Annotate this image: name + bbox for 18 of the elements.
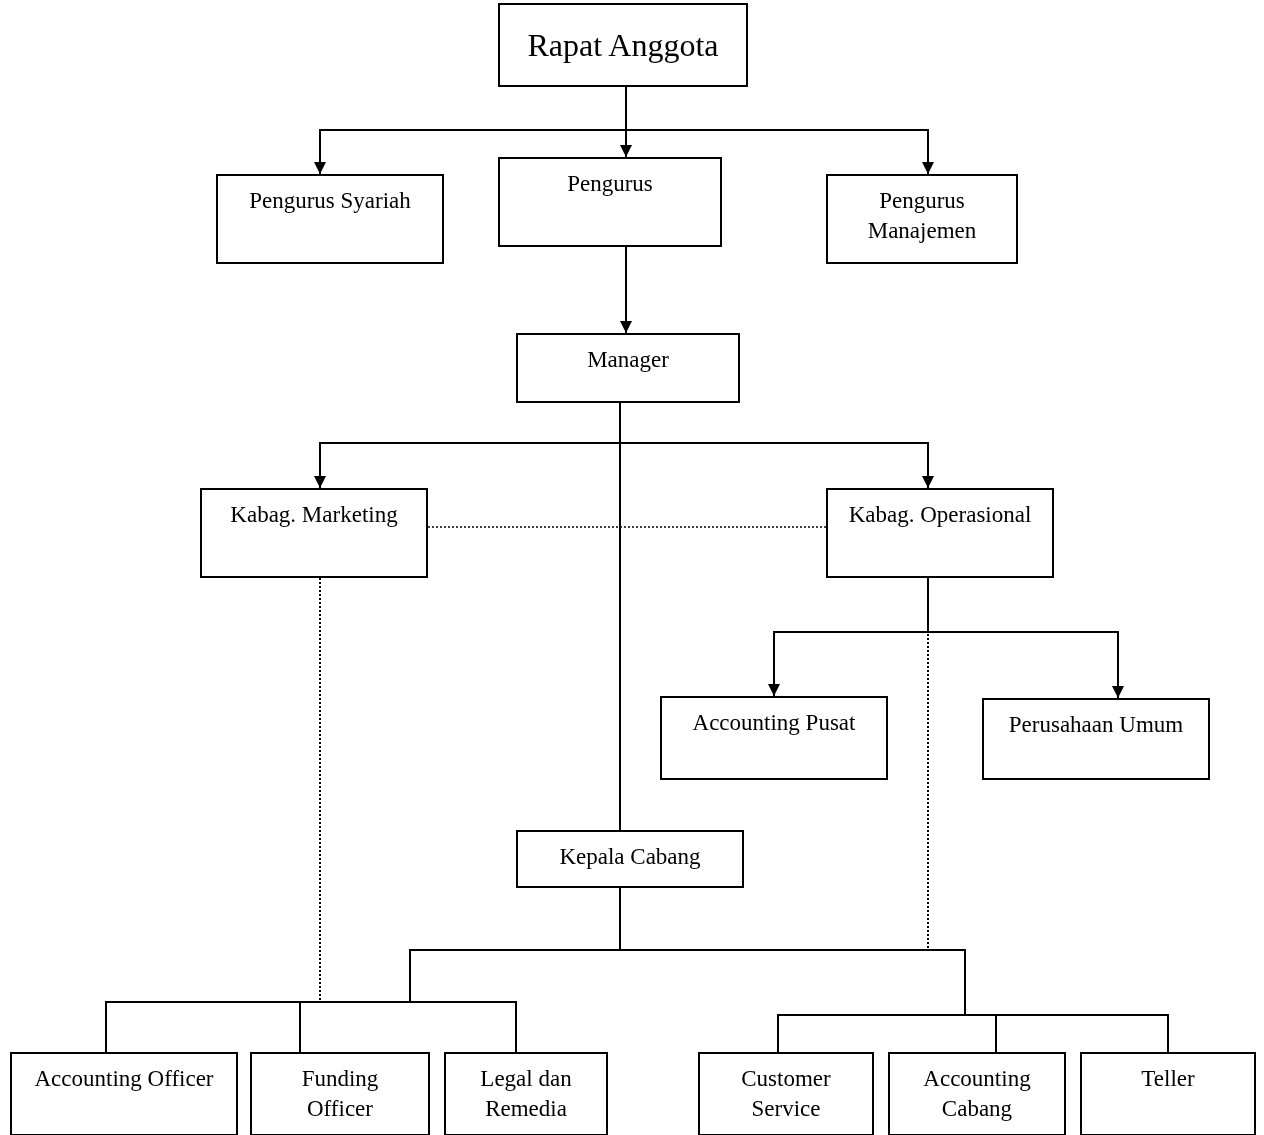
- org-box: Accounting Officer: [10, 1052, 238, 1135]
- org-box: Perusahaan Umum: [982, 698, 1210, 780]
- org-box: Customer Service: [698, 1052, 874, 1135]
- org-box: Rapat Anggota: [498, 3, 748, 87]
- org-box: Kabag. Marketing: [200, 488, 428, 578]
- org-box: Pengurus Syariah: [216, 174, 444, 264]
- org-box: Accounting Cabang: [888, 1052, 1066, 1135]
- arrow: [927, 577, 1124, 699]
- org-box: Manager: [516, 333, 740, 403]
- org-box: Kepala Cabang: [516, 830, 744, 888]
- org-box: Legal dan Remedia: [444, 1052, 608, 1135]
- org-box: Kabag. Operasional: [826, 488, 1054, 578]
- org-box: Accounting Pusat: [660, 696, 888, 780]
- org-box: Teller: [1080, 1052, 1256, 1135]
- org-box: Pengurus: [498, 157, 722, 247]
- org-box: Funding Officer: [250, 1052, 430, 1135]
- org-box: Pengurus Manajemen: [826, 174, 1018, 264]
- arrow: [620, 246, 632, 334]
